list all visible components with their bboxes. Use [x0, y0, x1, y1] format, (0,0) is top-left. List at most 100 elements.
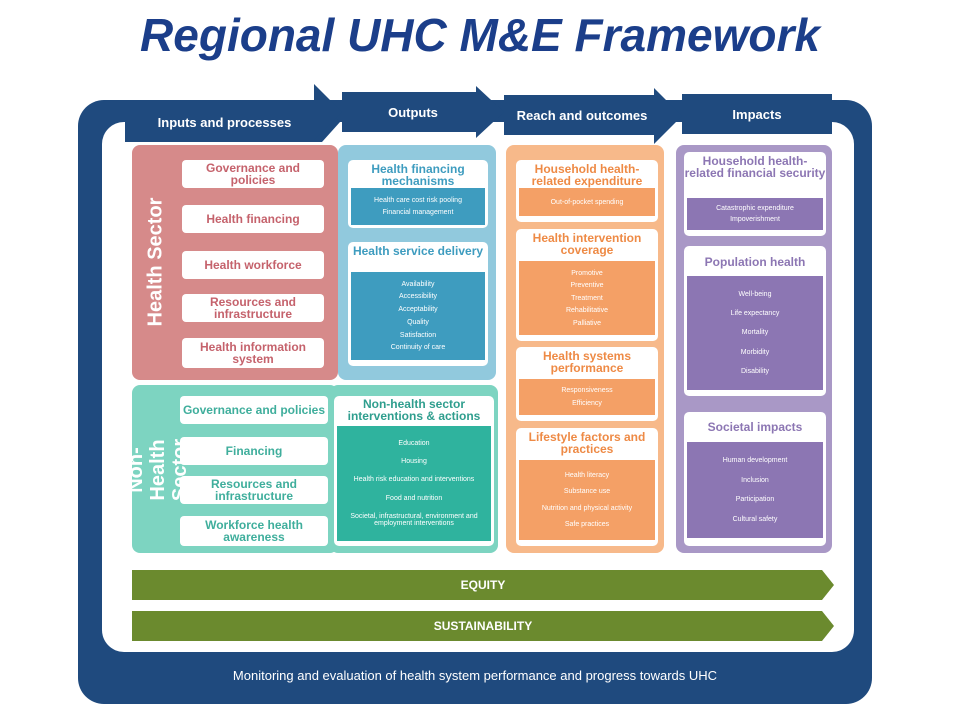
outcome-card-lifestyle: Lifestyle factors and practices Health l… [516, 428, 658, 546]
equity-bar: EQUITY [132, 570, 834, 600]
pill-label: Workforce health awareness [205, 518, 303, 544]
card-item: Impoverishment [730, 216, 780, 223]
card-body: Out-of-pocket spending [519, 188, 655, 216]
card-item: Life expectancy [730, 310, 780, 318]
card-body: Responsiveness Efficiency [519, 379, 655, 415]
card-item: Cultural safety [732, 515, 778, 523]
header-inputs-processes: Inputs and processes [125, 102, 340, 142]
card-item: Housing [401, 458, 427, 466]
sustainability-bar: SUSTAINABILITY [132, 611, 834, 641]
card-item: Safe practices [564, 520, 610, 528]
pill-label: Governance and policies [182, 403, 326, 417]
card-item: Continuity of care [390, 344, 446, 352]
card-title: Health systems performance [542, 349, 632, 375]
card-item: Treatment [571, 294, 603, 302]
card-item: Catastrophic expenditure [716, 205, 794, 212]
health-sector-label: Health Sector [144, 197, 166, 327]
card-item: Societal, infrastructural, environment a… [350, 512, 478, 527]
card-item: Health risk education and interventions [353, 476, 475, 484]
card-item: Nutrition and physical activity [541, 504, 633, 512]
impact-card-societal: Societal impacts Human development Inclu… [684, 412, 826, 546]
card-item: Health care cost risk pooling [374, 196, 462, 204]
card-item: Accessibility [398, 293, 438, 301]
card-item: Rehabilitative [565, 307, 609, 314]
footer-caption: Monitoring and evaluation of health syst… [232, 668, 718, 683]
health-input-information: Health information system [182, 338, 324, 368]
card-body: Promotive Preventive Treatment Rehabilit… [519, 261, 655, 335]
header-impacts: Impacts [682, 94, 832, 134]
pill-label: Resources and infrastructure [209, 295, 297, 321]
pill-label: Financing [225, 444, 283, 458]
card-title: Non-health sector interventions & action… [347, 397, 481, 423]
card-item: Out-of-pocket spending [550, 198, 624, 206]
header-label: Reach and outcomes [516, 107, 648, 123]
card-item: Availability [401, 280, 435, 288]
header-label: Inputs and processes [157, 114, 292, 130]
equity-label: EQUITY [460, 578, 506, 592]
card-item: Participation [735, 496, 775, 504]
header-label: Outputs [388, 104, 438, 120]
card-body: Well-being Life expectancy Mortality Mor… [687, 276, 823, 390]
card-item: Financial management [382, 209, 454, 217]
card-title: Household health-related financial secur… [684, 154, 826, 180]
card-item: Efficiency [572, 399, 602, 407]
card-item: Substance use [563, 488, 611, 496]
non-health-sector-label-wrap: Non-Health Sector [125, 392, 191, 548]
card-title: Household health-related expenditure [531, 162, 643, 188]
outcome-card-coverage: Health intervention coverage Promotive P… [516, 229, 658, 341]
impact-card-population-health: Population health Well-being Life expect… [684, 246, 826, 396]
card-item: Well-being [738, 291, 772, 299]
card-title: Societal impacts [707, 420, 803, 434]
card-body: Health care cost risk pooling Financial … [351, 188, 485, 225]
card-title: Health service delivery [352, 244, 484, 258]
non-health-input-governance: Governance and policies [180, 396, 328, 424]
non-health-input-workforce: Workforce health awareness [180, 516, 328, 546]
card-body: Health literacy Substance use Nutrition … [519, 460, 655, 540]
health-input-financing: Health financing [182, 205, 324, 233]
card-title: Health intervention coverage [532, 231, 642, 257]
header-label: Impacts [732, 106, 782, 122]
output-card-non-health-interventions: Non-health sector interventions & action… [334, 396, 494, 546]
header-reach-outcomes: Reach and outcomes [504, 95, 676, 135]
non-health-input-financing: Financing [180, 437, 328, 465]
health-sector-label-wrap: Health Sector [143, 152, 167, 372]
pill-label: Governance and policies [205, 161, 301, 187]
card-item: Education [398, 440, 430, 448]
outcome-card-systems-performance: Health systems performance Responsivenes… [516, 347, 658, 421]
pill-label: Resources and infrastructure [210, 477, 298, 503]
card-item: Food and nutrition [385, 494, 443, 502]
non-health-input-resources: Resources and infrastructure [180, 476, 328, 504]
card-body: Human development Inclusion Participatio… [687, 442, 823, 538]
card-item: Morbidity [740, 348, 770, 356]
health-input-governance: Governance and policies [182, 160, 324, 188]
card-item: Health literacy [564, 472, 610, 480]
output-card-financing-mechanisms: Health financing mechanisms Health care … [348, 160, 488, 228]
card-item: Acceptability [398, 306, 438, 314]
sustainability-label: SUSTAINABILITY [433, 619, 533, 633]
impact-card-financial-security: Household health-related financial secur… [684, 152, 826, 236]
outcome-card-expenditure: Household health-related expenditure Out… [516, 160, 658, 222]
pill-label: Health financing [206, 212, 300, 226]
output-card-service-delivery: Health service delivery Availability Acc… [348, 242, 488, 366]
card-item: Promotive [571, 269, 603, 277]
card-item: Disability [740, 367, 769, 375]
card-item: Human development [722, 457, 788, 465]
pill-label: Health workforce [204, 258, 302, 272]
pill-label: Health information system [199, 340, 306, 366]
card-item: Quality [407, 318, 429, 326]
page-title: Regional UHC M&E Framework [140, 9, 820, 61]
card-item: Responsiveness [561, 387, 613, 395]
header-outputs: Outputs [342, 92, 500, 132]
card-title: Population health [704, 255, 806, 269]
card-item: Preventive [570, 282, 604, 289]
card-body: Availability Accessibility Acceptability… [351, 272, 485, 360]
card-body: Catastrophic expenditure Impoverishment [687, 198, 823, 230]
health-input-resources: Resources and infrastructure [182, 294, 324, 322]
card-item: Palliative [572, 319, 601, 327]
card-item: Inclusion [741, 476, 769, 484]
card-item: Satisfaction [399, 331, 437, 339]
health-input-workforce: Health workforce [182, 251, 324, 279]
card-body: Education Housing Health risk education … [337, 426, 491, 541]
card-title: Lifestyle factors and practices [528, 430, 646, 456]
card-title: Health financing mechanisms [371, 162, 465, 188]
